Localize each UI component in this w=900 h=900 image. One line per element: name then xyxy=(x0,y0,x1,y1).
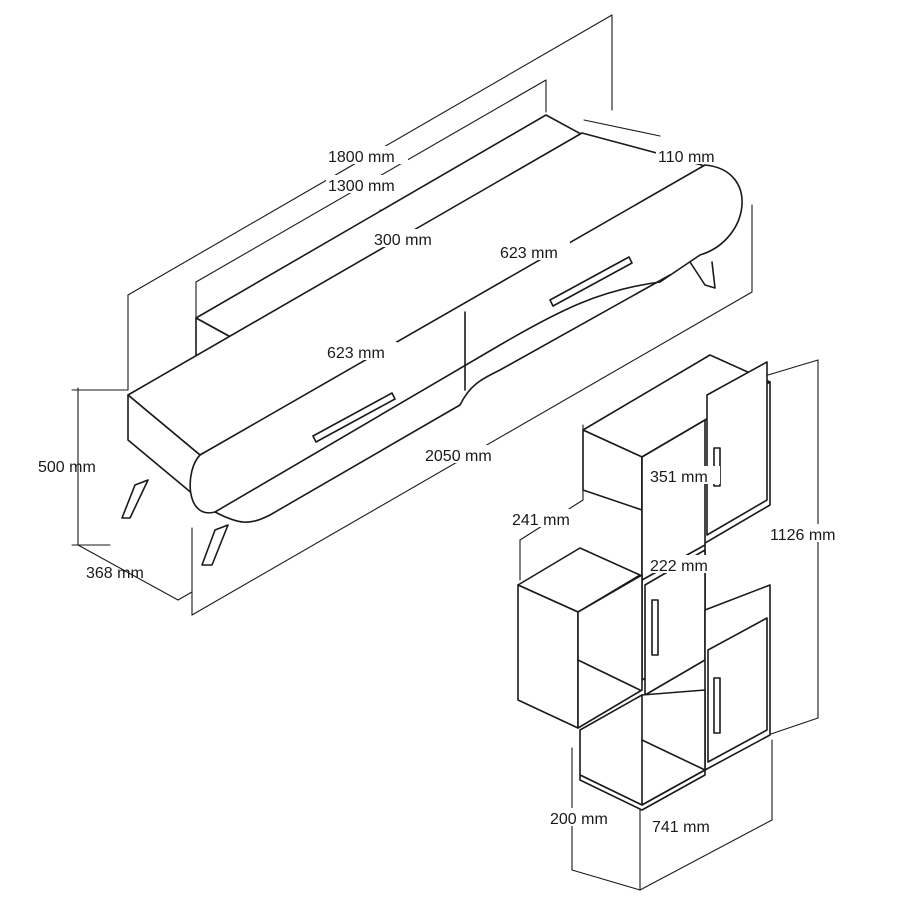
upper-door xyxy=(706,361,768,536)
tv-handles xyxy=(312,256,633,443)
lower-door-handle xyxy=(713,677,721,734)
label-2050mm: 2050 mm xyxy=(425,448,492,465)
tv-labels: 1800 mm 1300 mm 110 mm 300 mm 623 mm 623… xyxy=(38,146,730,582)
label-500mm: 500 mm xyxy=(38,459,96,476)
middle-door-handle xyxy=(651,599,659,656)
label-368mm: 368 mm xyxy=(86,565,144,582)
label-623mm-left: 623 mm xyxy=(327,345,385,362)
label-222mm: 222 mm xyxy=(650,558,708,575)
label-200mm: 200 mm xyxy=(550,811,608,828)
bookcase-middle xyxy=(517,419,706,729)
bookcase-labels: 351 mm 241 mm 222 mm 1126 mm 200 mm 741 … xyxy=(510,466,852,836)
label-300mm: 300 mm xyxy=(374,232,432,249)
label-351mm: 351 mm xyxy=(650,469,708,486)
label-1300mm: 1300 mm xyxy=(328,178,395,195)
tv-legs xyxy=(121,479,229,566)
label-241mm: 241 mm xyxy=(512,512,570,529)
label-110mm: 110 mm xyxy=(658,149,715,166)
tv-unit-drawing: 1800 mm 1300 mm 110 mm 300 mm 623 mm 623… xyxy=(38,14,753,616)
label-1800mm: 1800 mm xyxy=(328,149,395,166)
label-741mm: 741 mm xyxy=(652,819,710,836)
bookcase-drawing: 351 mm 241 mm 222 mm 1126 mm 200 mm 741 … xyxy=(510,354,852,891)
left-drawer-handle xyxy=(312,392,396,443)
label-623mm-right: 623 mm xyxy=(500,245,558,262)
right-drawer-handle xyxy=(549,256,633,307)
lower-door xyxy=(707,617,768,763)
label-1126mm: 1126 mm xyxy=(770,527,836,544)
tv-main-body xyxy=(127,132,743,523)
bookcase-lower xyxy=(579,584,771,811)
